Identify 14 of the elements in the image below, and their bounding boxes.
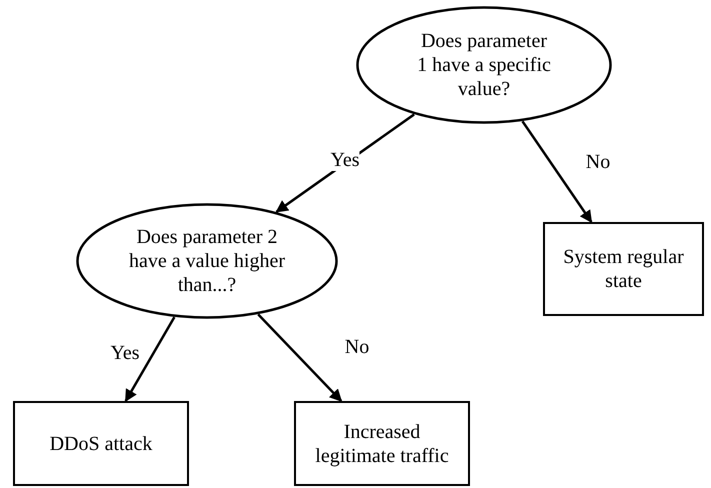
node-text: DDoS attack — [48, 432, 154, 456]
node-text: Does parameter 2 have a value higher than...? — [128, 225, 286, 297]
outcome-box — [13, 401, 189, 486]
arrow — [257, 314, 342, 402]
outcome-box — [543, 222, 704, 316]
outcome-box — [294, 401, 470, 486]
arrow — [521, 120, 592, 224]
node-text: Does parameter 1 have a specific value? — [416, 29, 552, 101]
arrow — [124, 316, 176, 402]
decision-ellipse — [76, 203, 338, 319]
node-text: System regular state — [562, 245, 685, 293]
edge-label: Yes — [330, 149, 360, 171]
node-text: Increased legitimate traffic — [314, 420, 450, 468]
decision-ellipse — [356, 6, 612, 124]
